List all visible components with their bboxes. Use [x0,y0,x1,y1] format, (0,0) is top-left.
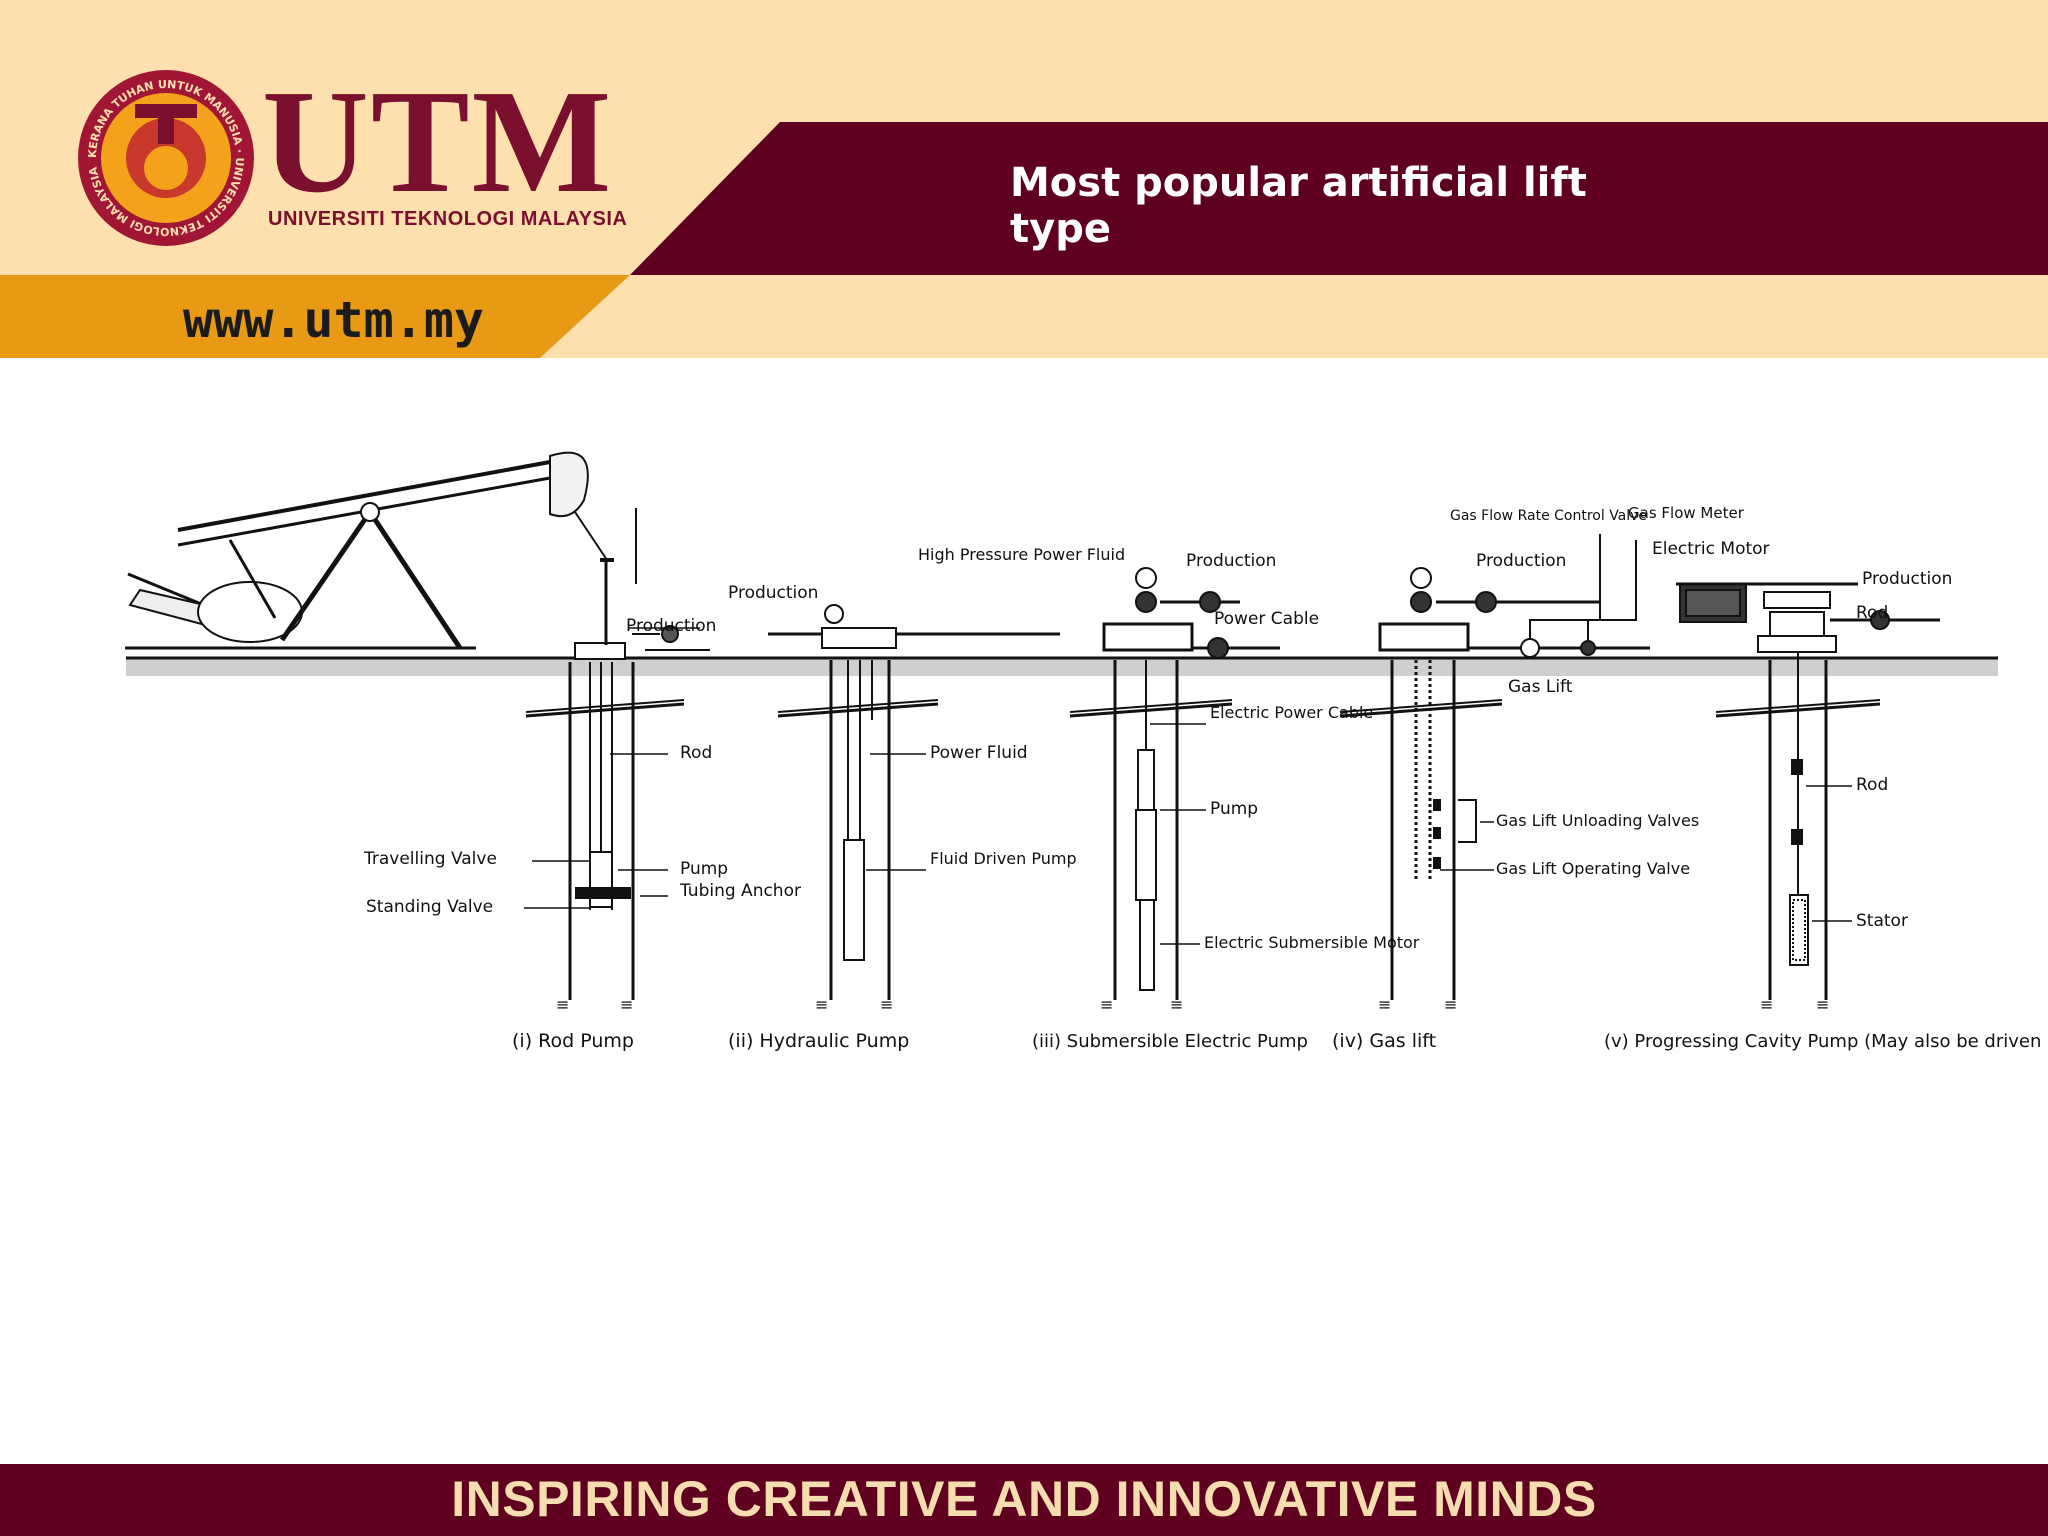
rod-label: Rod [680,743,712,763]
hydraulic-pump-well: ≡ ≡ [768,604,1060,1014]
operating-valve-label: Gas Lift Operating Valve [1496,859,1690,878]
electric-power-cable-label: Electric Power Cable [1210,703,1373,722]
svg-text:≡: ≡ [1816,995,1829,1014]
standing-valve-label: Standing Valve [366,897,493,917]
rod-pump-pump-label: Pump [680,859,728,879]
fluid-driven-pump-label: Fluid Driven Pump [930,849,1077,868]
stator-label: Stator [1856,911,1908,931]
esp-well: ≡ ≡ [1069,567,1280,1014]
esp-pump-label: Pump [1210,799,1258,819]
site-url: www.utm.my [183,291,485,349]
esp-motor-label: Electric Submersible Motor [1204,933,1420,952]
hydraulic-production-label: Production [728,583,818,603]
pcp-well: ≡ ≡ [1676,582,1940,1014]
footer-tagline: INSPIRING CREATIVE AND INNOVATIVE MINDS [451,1471,1597,1527]
gas-flow-rate-valve-label: Gas Flow Rate Control Valve [1450,508,1647,524]
svg-text:≡: ≡ [880,995,893,1014]
caption-rod-pump: (i) Rod Pump [512,1030,634,1052]
pcp-rod-label: Rod [1856,775,1888,795]
utm-subtitle: UNIVERSITI TEKNOLOGI MALAYSIA [268,208,628,230]
gas-lift-label: Gas Lift [1508,677,1573,697]
esp-production-label: Production [1186,551,1276,571]
svg-text:≡: ≡ [815,995,828,1014]
pumpjack [125,451,637,650]
gas-lift-production-label: Production [1476,551,1566,571]
artificial-lift-diagram: ≡ ≡ ≡ ≡ [125,451,1998,1014]
power-cable-label: Power Cable [1214,609,1319,629]
svg-text:≡: ≡ [620,995,633,1014]
svg-text:≡: ≡ [1100,995,1113,1014]
electric-motor-label: Electric Motor [1652,539,1770,559]
svg-text:≡: ≡ [1444,995,1457,1014]
footer-band [0,1464,2048,1536]
gas-flow-meter-label: Gas Flow Meter [1628,504,1745,522]
diagram-labels: Production Rod Travelling Valve Pump Sta… [363,504,1952,952]
rod-pump-production-label: Production [626,616,716,636]
unloading-valves-label: Gas Lift Unloading Valves [1496,811,1699,830]
svg-text:≡: ≡ [556,995,569,1014]
caption-gas-lift: (iv) Gas lift [1332,1030,1436,1052]
utm-emblem: KERANA TUHAN UNTUK MANUSIA · UNIVERSITI … [78,70,254,246]
svg-text:≡: ≡ [1170,995,1183,1014]
gas-lift-well: ≡ ≡ [1339,534,1650,1014]
pcp-production-label: Production [1862,569,1952,589]
travelling-valve-label: Travelling Valve [363,849,497,869]
power-fluid-label: Power Fluid [930,743,1028,763]
content-area [0,358,2048,1464]
title-banner [630,122,2048,275]
svg-text:≡: ≡ [1760,995,1773,1014]
pcp-rod-top-label: Rod [1856,603,1888,623]
rod-pump-well: ≡ ≡ [525,560,710,1014]
url-band [0,275,630,358]
ground-surface [126,658,1998,676]
high-pressure-label: High Pressure Power Fluid [918,545,1125,564]
caption-pcp: (v) Progressing Cavity Pump (May also be… [1604,1031,2048,1052]
slide-title: Most popular artificial lift type [1010,160,1587,252]
caption-esp: (iii) Submersible Electric Pump [1032,1031,1308,1052]
label-leaders [524,627,1852,945]
diagram-captions: (i) Rod Pump (ii) Hydraulic Pump (iii) S… [512,1030,2048,1052]
tubing-anchor-label: Tubing Anchor [679,881,801,901]
svg-text:≡: ≡ [1378,995,1391,1014]
caption-hydraulic-pump: (ii) Hydraulic Pump [728,1030,909,1052]
utm-wordmark: UTM [262,60,614,224]
